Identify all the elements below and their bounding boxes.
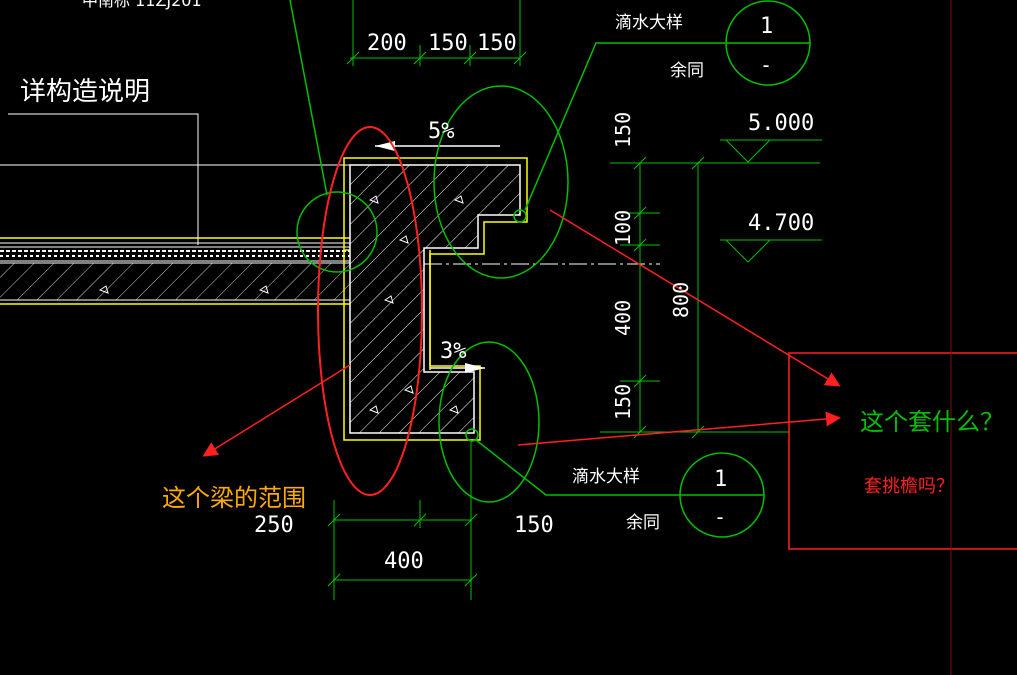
slope-arrow-mid <box>430 363 485 373</box>
drip-bottom-sheet-no: - <box>714 505 726 529</box>
aggregate-marks <box>98 195 464 414</box>
drip-top-sub: 余同 <box>670 61 704 81</box>
slope-mid-text: 3% <box>440 339 467 364</box>
top-left-partial-text: 中南标 11ZJ201 <box>82 0 202 10</box>
right-dim-150-top: 150 <box>611 112 635 148</box>
right-dimension-chain <box>600 156 820 439</box>
detail-circle-left <box>289 0 378 273</box>
top-dim-2: 150 <box>428 31 468 56</box>
elevation-marker-mid <box>720 239 822 263</box>
drip-top-title: 滴水大样 <box>615 13 683 33</box>
eave-beam-section <box>343 157 528 441</box>
top-dimension-chain <box>346 0 527 66</box>
roof-slab-layers <box>0 164 350 305</box>
elevation-top-text: 5.000 <box>748 111 814 136</box>
bottom-dim-left: 250 <box>254 513 294 538</box>
slope-arrow-top <box>375 141 500 151</box>
slope-top-text: 5% <box>428 119 455 144</box>
drip-bottom-detail-no: 1 <box>714 467 727 492</box>
detail-circle-bottom <box>438 341 765 538</box>
note-leader <box>8 113 199 245</box>
red-markup-arrows <box>202 209 841 457</box>
bottom-dim-mid: 400 <box>384 549 424 574</box>
detail-note-text: 详构造说明 <box>20 77 150 107</box>
question-annotation: 这个套什么？ <box>860 408 1004 436</box>
beam-range-annotation: 这个梁的范围 <box>162 484 306 512</box>
right-dim-total: 800 <box>669 282 693 318</box>
bottom-dimension-chain <box>327 440 478 600</box>
right-dim-400: 400 <box>611 300 635 336</box>
question-box <box>788 352 1017 550</box>
question-sub-annotation: 套挑檐吗？ <box>864 476 954 497</box>
top-dim-1: 200 <box>367 31 407 56</box>
right-dim-150-bottom: 150 <box>611 384 635 420</box>
top-dim-3: 150 <box>477 31 517 56</box>
drip-top-detail-no: 1 <box>760 14 773 39</box>
right-dim-100: 100 <box>611 210 635 246</box>
elevation-marker-top <box>720 139 822 163</box>
drip-top-sheet-no: - <box>760 53 772 77</box>
drip-bottom-sub: 余同 <box>626 513 660 533</box>
detail-circle-top <box>433 0 811 279</box>
drip-bottom-title: 滴水大样 <box>572 467 640 487</box>
elevation-mid-text: 4.700 <box>748 211 814 236</box>
bottom-dim-right: 150 <box>514 513 554 538</box>
red-markup-beam-ellipse <box>317 126 423 496</box>
